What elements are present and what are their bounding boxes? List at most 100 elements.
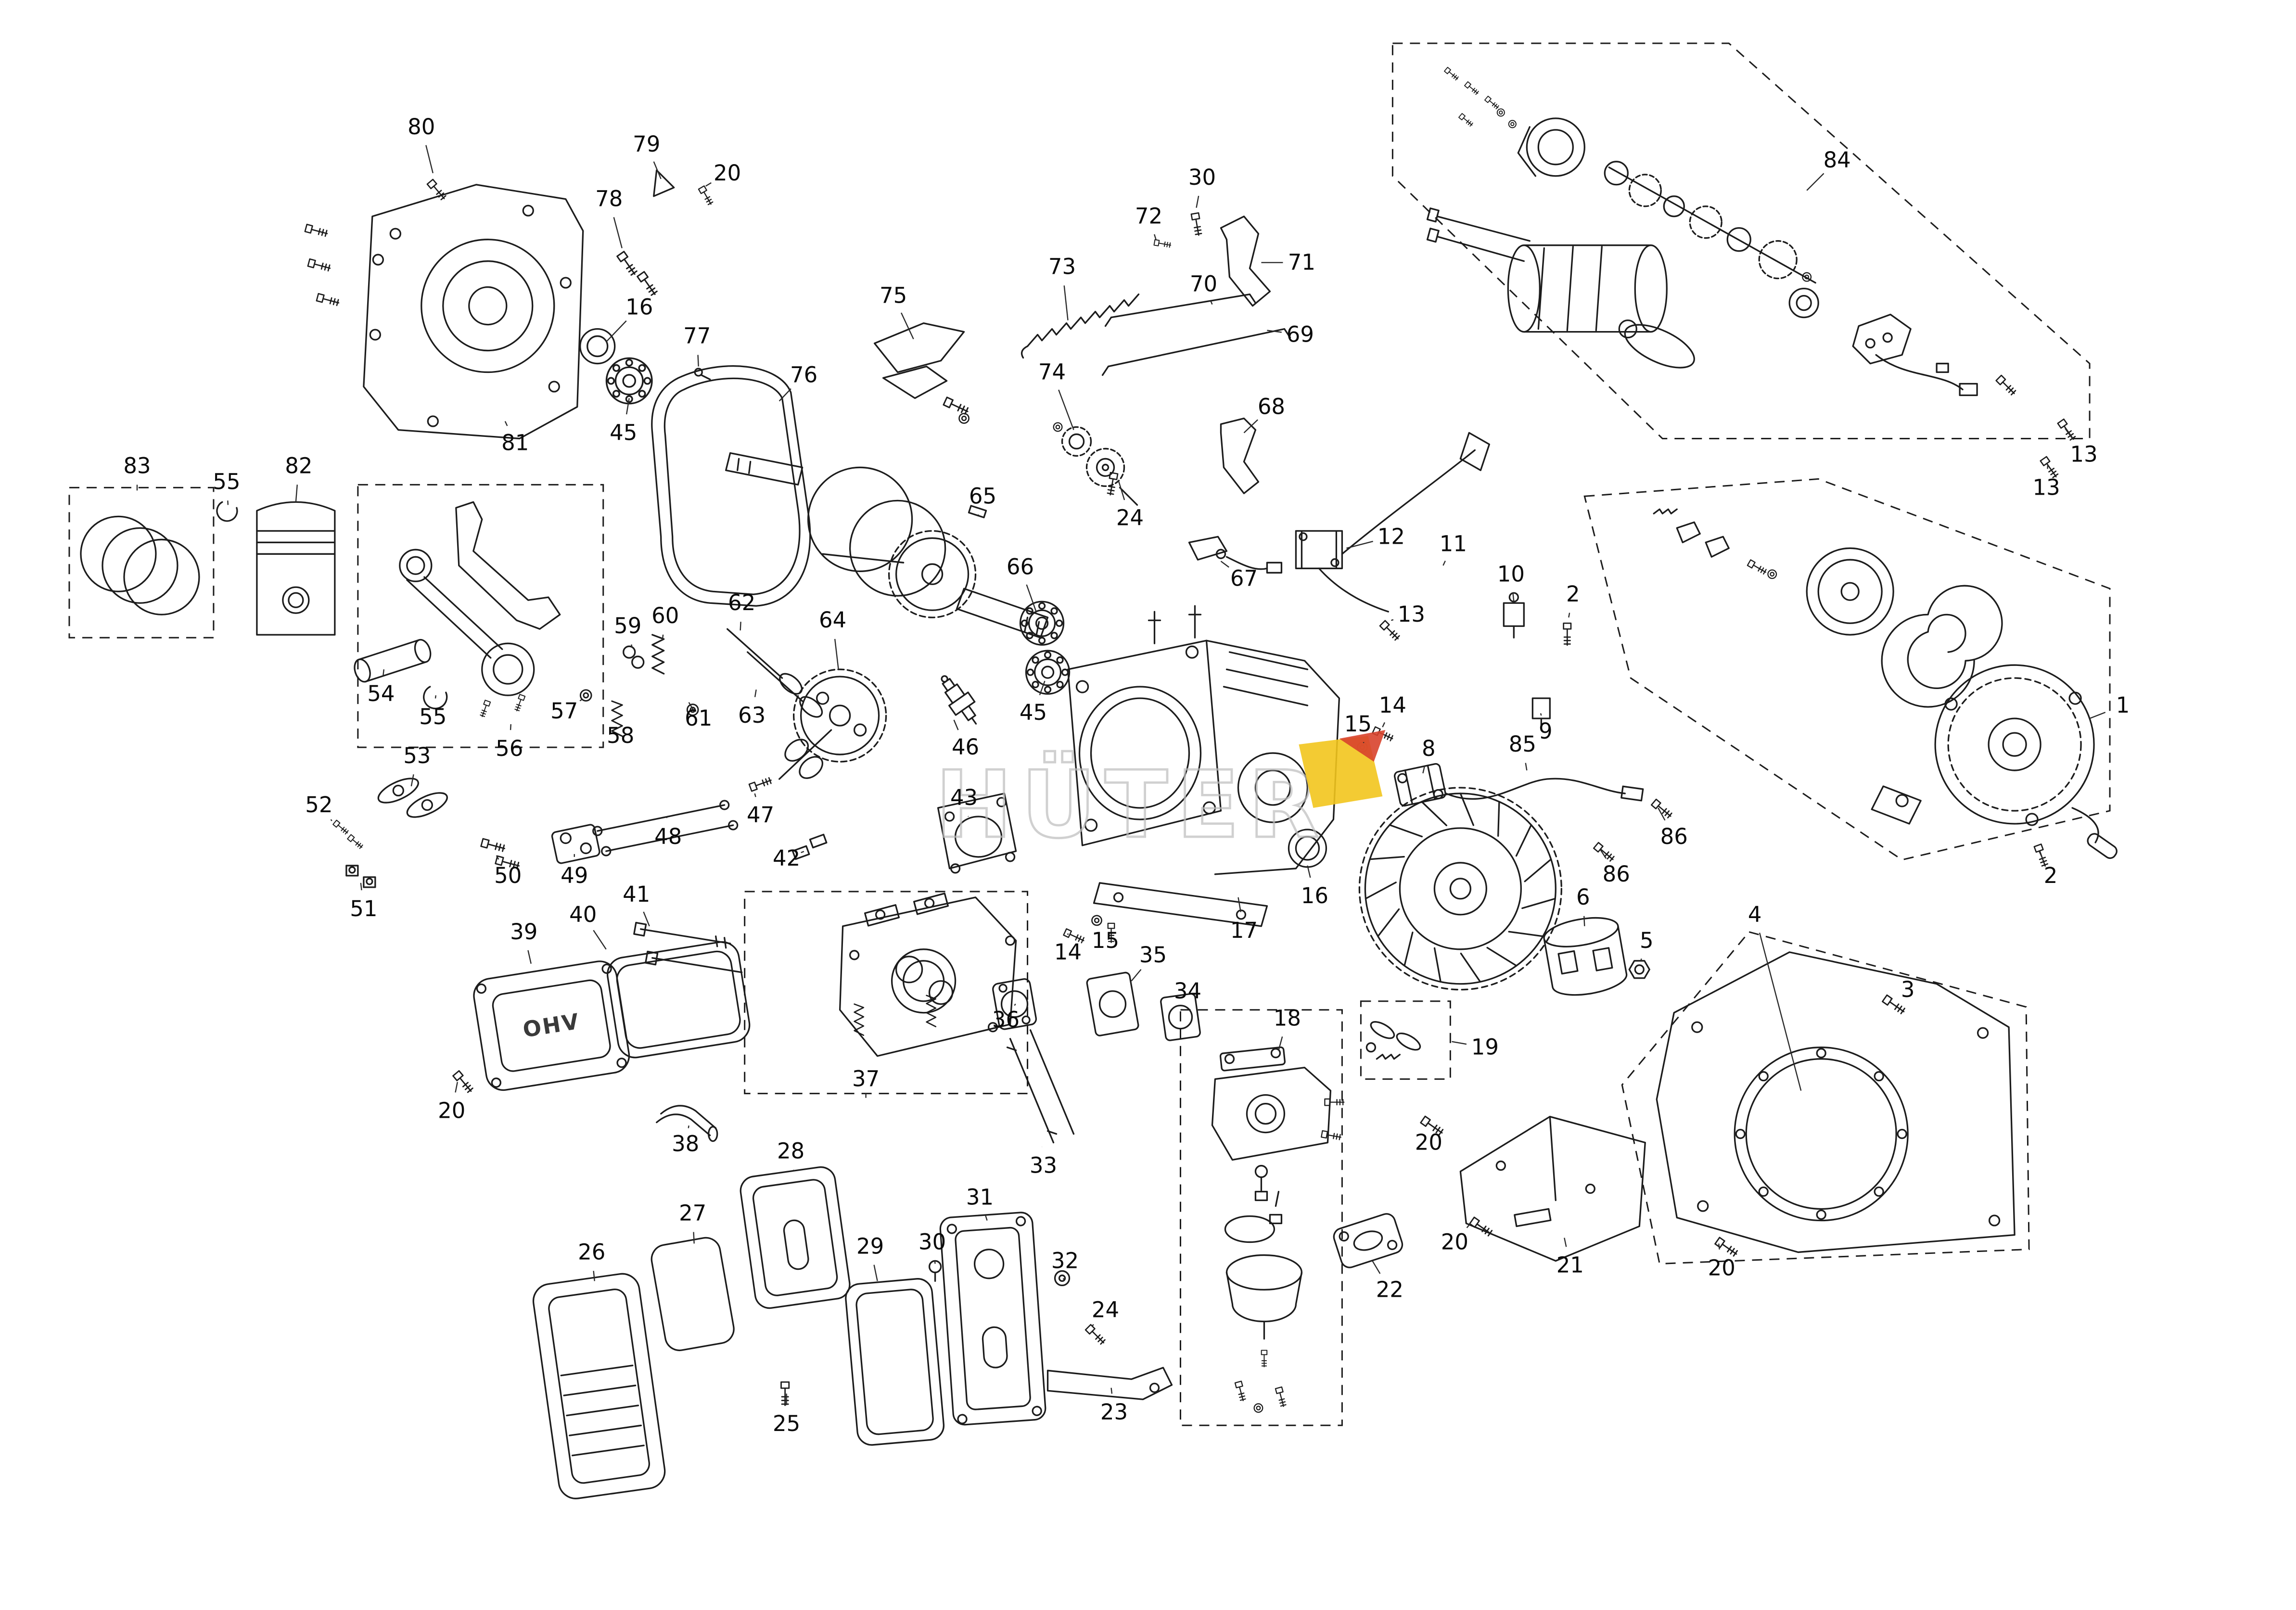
callout-86: 86 (1660, 824, 1688, 849)
governor-spring-73 (1020, 293, 1140, 359)
piston-rings-boundary (68, 486, 215, 639)
callout-32: 32 (1051, 1248, 1079, 1273)
fan-cover-boundary (1621, 931, 2030, 1265)
valve-spring-60 (651, 634, 665, 675)
carburetor-boundary (1179, 1009, 1343, 1426)
callout-leader-68 (1243, 419, 1258, 434)
circlip-55-a (216, 501, 238, 522)
callout-12: 12 (1378, 524, 1405, 549)
callout-leader-76 (778, 388, 791, 402)
bolts-78 (616, 251, 659, 298)
callout-30: 30 (918, 1229, 946, 1254)
callout-leader-40 (593, 930, 607, 950)
callout-leader-86 (1658, 807, 1666, 821)
callout-leader-24 (1092, 1324, 1094, 1327)
callout-leader-69 (1267, 330, 1282, 333)
tappet-47 (748, 776, 773, 792)
cover-bolts-41 (633, 921, 743, 973)
governor-gear-74 (1053, 422, 1138, 506)
callout-6: 6 (1576, 884, 1590, 910)
guide-plate-49 (551, 824, 600, 864)
callout-leader-61 (688, 702, 695, 712)
head-gasket-43 (937, 792, 1017, 874)
callout-leader-57 (579, 699, 582, 702)
spark-plug-46 (941, 675, 977, 725)
callout-leader-17 (1237, 897, 1241, 912)
callout-leader-63 (754, 689, 757, 697)
screw-24-lower (1084, 1324, 1107, 1346)
recoil-assembly-boundary (1583, 478, 2111, 861)
callout-71: 71 (1288, 250, 1315, 275)
pushrods-48 (592, 800, 739, 856)
callout-17: 17 (1230, 918, 1258, 943)
callout-79: 79 (633, 131, 660, 157)
electric-starter-84 (1426, 66, 2018, 397)
callout-48: 48 (654, 824, 682, 849)
valve-cover-ohv-label: OHV (521, 1009, 582, 1043)
callout-15: 15 (1092, 928, 1119, 953)
callout-35: 35 (1139, 942, 1167, 968)
callout-leader-53 (410, 774, 414, 787)
ball-bearing-66 (1019, 601, 1065, 646)
callout-leader-79 (653, 161, 662, 179)
choke-rod-69 (1101, 328, 1291, 376)
callout-leader-73 (1063, 285, 1069, 320)
callout-16: 16 (625, 294, 653, 320)
callout-leader-86 (1600, 849, 1607, 859)
callout-leader-66 (1026, 584, 1037, 612)
callout-26: 26 (578, 1239, 605, 1265)
callout-59: 59 (614, 613, 641, 639)
callout-63: 63 (738, 703, 765, 728)
callout-leader-21 (1564, 1238, 1567, 1247)
parts-layer: OHV (80, 66, 2117, 1499)
callout-49: 49 (561, 863, 588, 888)
callout-37: 37 (852, 1066, 880, 1092)
callout-leader-85 (1525, 763, 1528, 771)
bolt-86-b (1593, 842, 1616, 863)
oil-seal-16 (579, 328, 616, 365)
callout-51: 51 (350, 896, 377, 921)
callout-45: 45 (610, 420, 637, 445)
callout-leader-82 (295, 485, 298, 502)
callout-45: 45 (1020, 700, 1047, 725)
callout-28: 28 (777, 1138, 804, 1164)
ball-bearing-45 (605, 357, 653, 405)
callout-leader-81 (504, 421, 508, 426)
callout-77: 77 (683, 323, 711, 349)
connecting-rod-56 (399, 501, 561, 718)
callout-1: 1 (2116, 692, 2130, 718)
callout-11: 11 (1440, 531, 1467, 556)
callout-50: 50 (494, 863, 522, 888)
callout-53: 53 (403, 743, 431, 768)
flywheel-nut-5 (1628, 960, 1650, 979)
watermark-text: HÜTER (935, 751, 1328, 859)
callout-55: 55 (213, 469, 240, 494)
ignition-module-8 (1393, 763, 1446, 807)
callout-leader-47 (754, 793, 756, 797)
callout-leader-20 (1466, 1223, 1471, 1228)
callout-leader-77 (697, 355, 699, 367)
callout-leader-56 (510, 724, 511, 730)
watermark-logo-yellow (1299, 736, 1383, 808)
callout-70: 70 (1190, 271, 1217, 297)
callout-layer: 8079207816774581767573723071706974688413… (123, 114, 2130, 1436)
callout-13: 13 (2032, 474, 2060, 500)
callout-leader-84 (1806, 173, 1824, 191)
screw-25 (780, 1381, 790, 1406)
callout-13: 13 (2070, 441, 2097, 467)
crankshaft (725, 452, 1049, 639)
callout-60: 60 (651, 603, 679, 628)
callout-69: 69 (1287, 322, 1314, 347)
callout-65: 65 (969, 483, 996, 509)
callout-42: 42 (773, 845, 800, 871)
callout-18: 18 (1274, 1006, 1301, 1031)
callout-leader-22 (1372, 1260, 1381, 1274)
callout-10: 10 (1497, 561, 1525, 587)
conrod-boundary (357, 484, 604, 748)
valve-retainers-59 (623, 645, 645, 669)
callout-leader-64 (834, 639, 839, 670)
ratchet-boundary (1360, 1000, 1451, 1080)
air-cleaner-cover-26 (532, 1273, 666, 1499)
callout-40: 40 (569, 902, 597, 927)
